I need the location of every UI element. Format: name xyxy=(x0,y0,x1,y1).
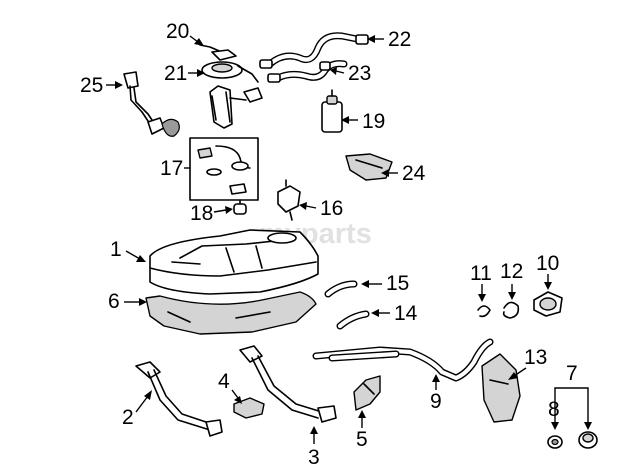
callout-11: 11 xyxy=(470,262,492,302)
svg-text:15: 15 xyxy=(386,272,409,295)
part-1-fuel-tank[interactable] xyxy=(149,229,319,295)
part-15-hose[interactable] xyxy=(324,280,358,298)
callout-3: 3 xyxy=(308,426,320,469)
callout-22: 22 xyxy=(367,28,411,51)
svg-text:12: 12 xyxy=(500,260,523,283)
svg-text:8: 8 xyxy=(548,398,560,421)
callout-10: 10 xyxy=(536,252,559,290)
svg-text:20: 20 xyxy=(166,20,189,43)
callout-12: 12 xyxy=(500,260,523,300)
part-2-tank-strap[interactable] xyxy=(135,361,223,437)
svg-text:18: 18 xyxy=(190,202,213,225)
callout-21: 21 xyxy=(164,62,205,85)
callout-1: 1 xyxy=(110,238,146,262)
svg-text:10: 10 xyxy=(536,252,559,275)
part-7-plug[interactable] xyxy=(578,431,598,449)
callout-18: 18 xyxy=(190,202,233,225)
part-6-tank-protector[interactable] xyxy=(145,291,317,335)
part-24-protector[interactable] xyxy=(345,153,393,181)
svg-text:16: 16 xyxy=(320,197,343,220)
svg-text:13: 13 xyxy=(524,346,547,369)
svg-text:3: 3 xyxy=(308,446,320,469)
callout-7: 7 xyxy=(551,362,592,430)
part-17-kit[interactable] xyxy=(189,137,259,201)
part-12-clamp[interactable] xyxy=(502,301,520,319)
callout-19: 19 xyxy=(341,110,385,133)
part-11-clamp[interactable] xyxy=(477,305,491,318)
svg-text:11: 11 xyxy=(470,262,492,285)
part-19-fuel-pump[interactable] xyxy=(321,89,343,133)
callout-24: 24 xyxy=(381,162,426,185)
part-8-grommet[interactable] xyxy=(547,435,563,449)
svg-text:2: 2 xyxy=(122,406,134,429)
svg-text:21: 21 xyxy=(164,62,187,85)
svg-text:7: 7 xyxy=(566,362,578,385)
part-3-tank-strap[interactable] xyxy=(239,345,337,423)
callout-4: 4 xyxy=(218,370,242,404)
callout-25: 25 xyxy=(80,74,123,97)
svg-text:22: 22 xyxy=(388,28,411,51)
part-5-bracket[interactable] xyxy=(353,375,381,411)
svg-text:9: 9 xyxy=(430,390,442,413)
svg-text:5: 5 xyxy=(356,428,368,451)
svg-text:1: 1 xyxy=(110,238,122,261)
callout-13: 13 xyxy=(508,346,547,380)
callout-17: 17 xyxy=(160,157,190,180)
callout-8: 8 xyxy=(548,398,560,421)
part-10-filler-housing[interactable] xyxy=(533,291,563,317)
callout-16: 16 xyxy=(299,197,343,220)
part-9-filler-pipe[interactable] xyxy=(312,338,494,382)
svg-text:4: 4 xyxy=(218,370,230,393)
part-22-fuel-tube[interactable] xyxy=(259,32,369,69)
svg-text:24: 24 xyxy=(402,162,426,185)
callout-15: 15 xyxy=(361,272,409,295)
part-13-filler-shield[interactable] xyxy=(481,353,521,423)
callout-6: 6 xyxy=(108,290,147,313)
callout-9: 9 xyxy=(430,374,442,413)
callout-14: 14 xyxy=(371,302,418,325)
callout-20: 20 xyxy=(166,20,204,46)
callout-5: 5 xyxy=(356,410,368,451)
part-25-fuel-sender[interactable] xyxy=(123,71,180,137)
part-16-valve[interactable] xyxy=(277,179,301,221)
part-20-pump-bracket[interactable] xyxy=(199,44,237,61)
callout-23: 23 xyxy=(330,62,371,85)
svg-text:25: 25 xyxy=(80,74,103,97)
part-18-grommet[interactable] xyxy=(233,199,247,215)
svg-text:19: 19 xyxy=(362,110,385,133)
svg-text:14: 14 xyxy=(394,302,418,325)
svg-text:6: 6 xyxy=(108,290,120,313)
callout-2: 2 xyxy=(122,390,152,429)
svg-text:17: 17 xyxy=(160,157,183,180)
part-23-fuel-tube[interactable] xyxy=(267,60,348,83)
svg-text:23: 23 xyxy=(348,62,371,85)
part-21-fuel-pump-assembly[interactable] xyxy=(201,61,263,129)
part-14-hose[interactable] xyxy=(336,310,370,330)
